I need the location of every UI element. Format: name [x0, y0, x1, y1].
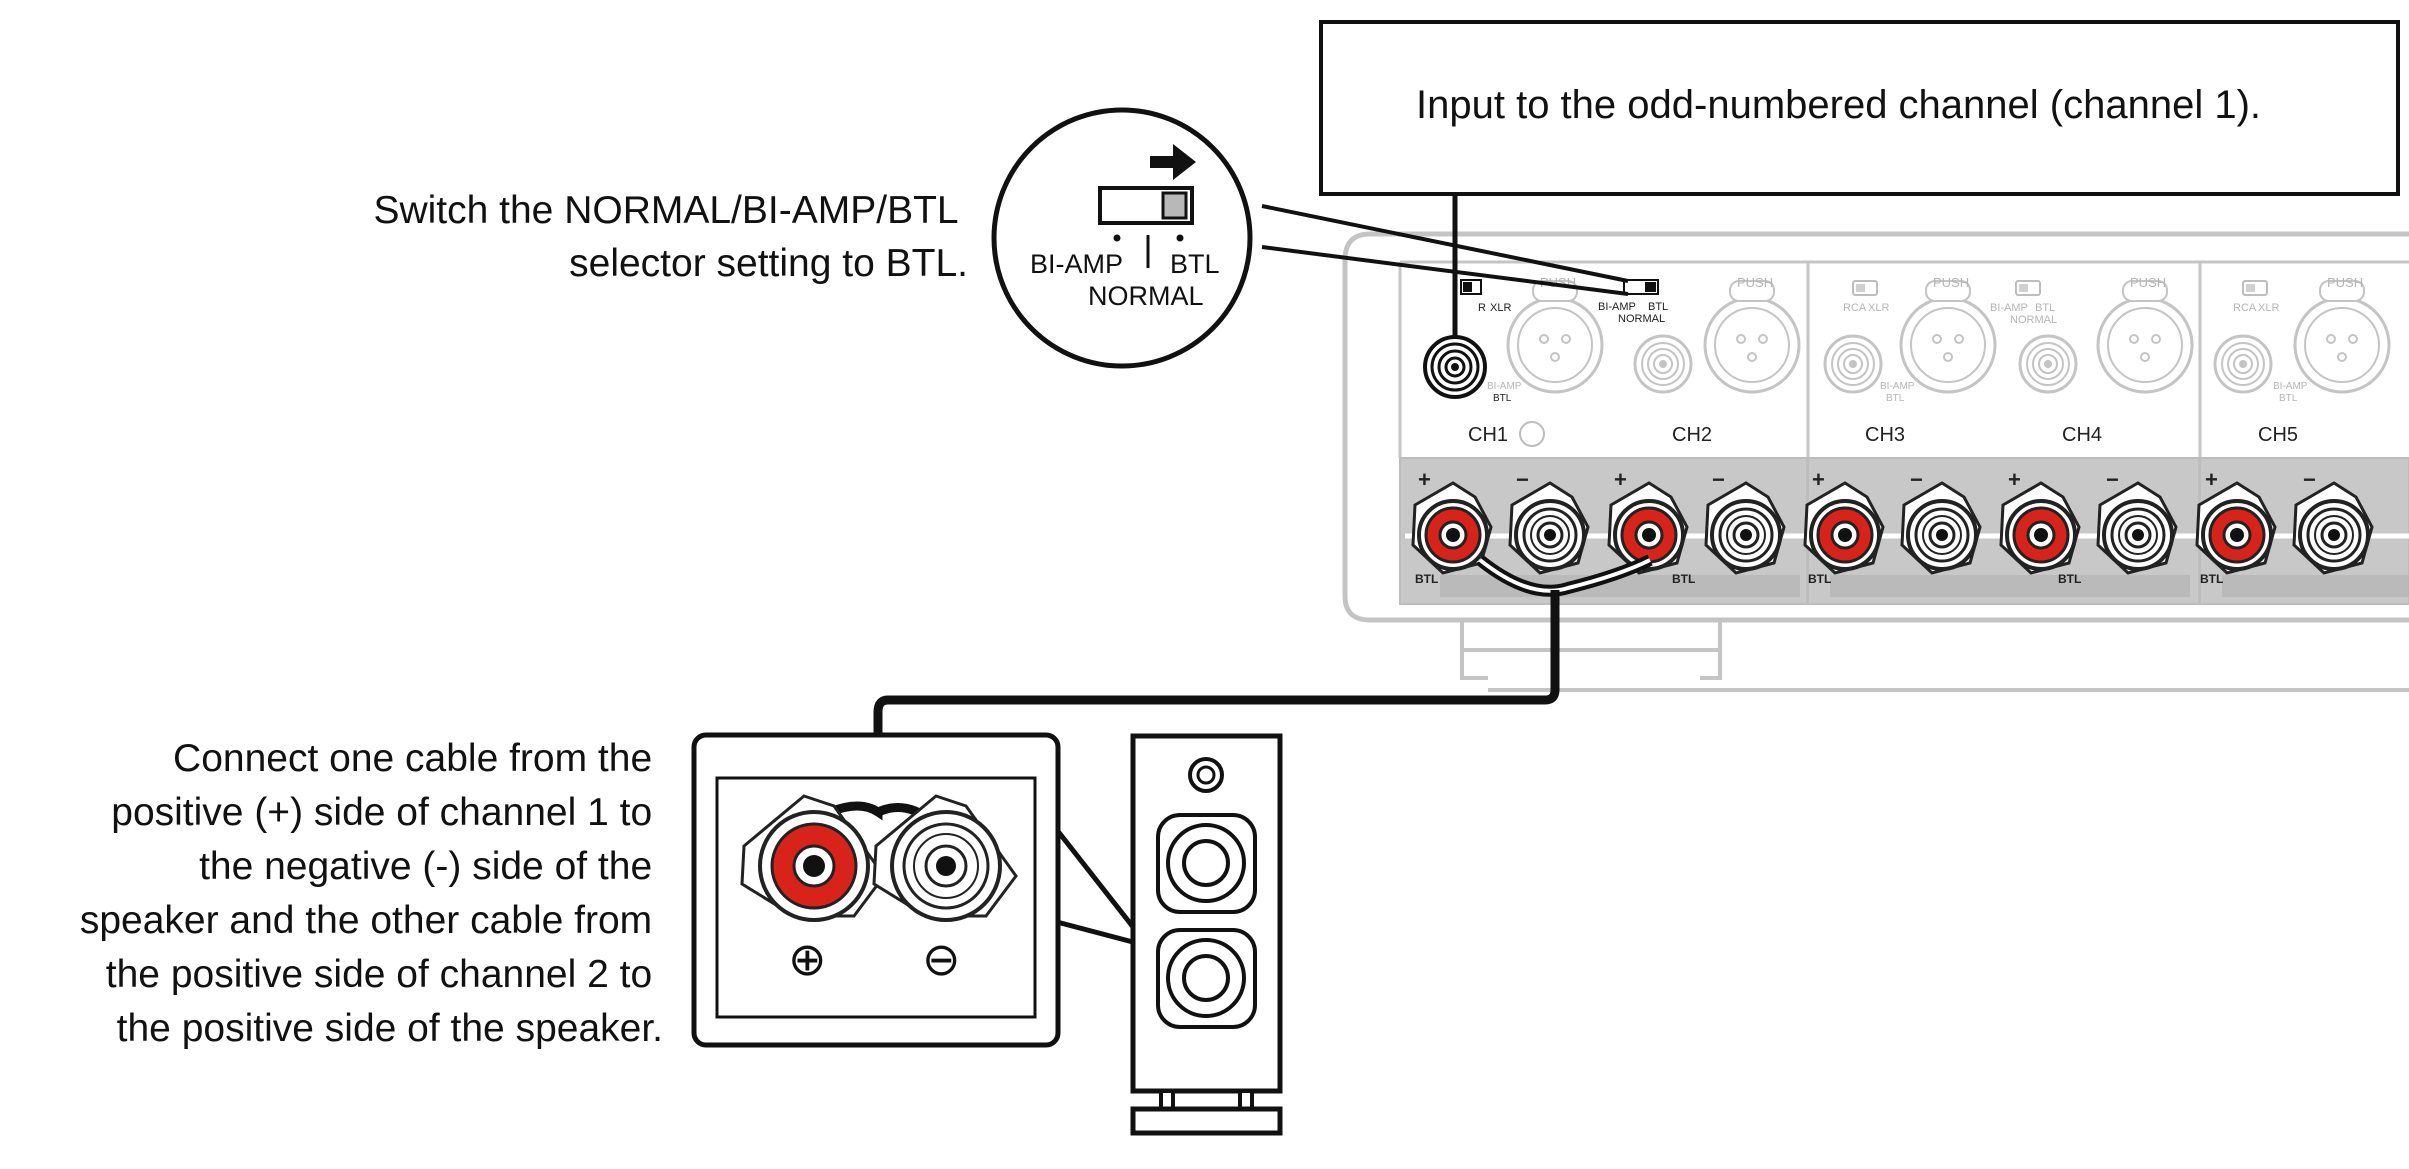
- strip-btl-label-4: BTL: [2058, 572, 2081, 586]
- ch3-minus-sign: −: [1910, 467, 1923, 492]
- selector-instruction: Switch the NORMAL/BI-AMP/BTL selector se…: [373, 189, 968, 285]
- speaker-minus-terminal[interactable]: [872, 794, 1018, 922]
- ch5-rca-xlr-switch: RCA XLR: [2233, 280, 2279, 314]
- ch2-plus-sign: +: [1614, 467, 1627, 492]
- cable-instruction-line-5: the positive side of channel 2 to: [106, 953, 652, 996]
- input-callout-text: Input to the odd-numbered channel (chann…: [1416, 83, 2261, 127]
- ch4-normal-label: NORMAL: [2010, 314, 2057, 326]
- selector-zoom: BI-AMP BTL NORMAL: [991, 107, 1629, 369]
- ch3-rca-label: RCA: [1843, 302, 1867, 314]
- channel-label-ch2: CH2: [1672, 424, 1712, 446]
- ch1-rca-input[interactable]: [1423, 335, 1487, 399]
- channel-label-ch1: CH1: [1468, 424, 1508, 446]
- speaker-minus-symbol: ⊖: [922, 933, 961, 985]
- channel-label-ch3: CH3: [1865, 424, 1905, 446]
- ch5-xlr-label: XLR: [2258, 302, 2279, 314]
- channel-label-ch4: CH4: [2062, 424, 2102, 446]
- ground-icon: [1519, 421, 1545, 447]
- ch5-rca-label: RCA: [2233, 302, 2257, 314]
- zoom-btl-label: BTL: [1170, 249, 1220, 279]
- btl-switch-btl-label: BTL: [1648, 301, 1668, 313]
- push-label-ch5: PUSH: [2327, 275, 2363, 290]
- ch1-minus-sign: −: [1516, 467, 1529, 492]
- speaker-terminal-zoom: ⊕ ⊖: [691, 732, 1155, 1048]
- ch3-plus-sign: +: [1812, 467, 1825, 492]
- ch3-biamp-mark: BI-AMP: [1880, 381, 1915, 392]
- ch1-rca-xlr-switch: R XLR: [1460, 279, 1511, 314]
- ch1-xlr-label: XLR: [1490, 302, 1511, 314]
- push-label-ch2: PUSH: [1737, 275, 1773, 290]
- zoom-normal-label: NORMAL: [1088, 281, 1204, 311]
- cable-instruction: Connect one cable from the positive (+) …: [80, 737, 663, 1050]
- ch3-btl-mark: BTL: [1886, 393, 1905, 404]
- speaker-cables: [873, 554, 1653, 810]
- push-label-ch3: PUSH: [1933, 275, 1969, 290]
- ch1-biamp-mark: BI-AMP: [1487, 381, 1522, 392]
- zoom-biamp-label: BI-AMP: [1030, 249, 1123, 279]
- ch4-plus-sign: +: [2008, 467, 2021, 492]
- amplifier-rear-panel: R XLR BI-AMP BTL NORMAL RCA XLR BI-AMP B…: [1342, 231, 2409, 692]
- ch4-biamp-label: BI-AMP: [1990, 302, 2028, 314]
- arrow-right-icon: [1150, 144, 1196, 180]
- ch4-slide-switch: BI-AMP BTL NORMAL: [1990, 280, 2057, 326]
- btl-switch-biamp-label: BI-AMP: [1598, 301, 1636, 313]
- strip-btl-label-3: BTL: [1808, 572, 1831, 586]
- cable-instruction-line-6: the positive side of the speaker.: [117, 1007, 663, 1050]
- input-callout-box: [1319, 20, 2400, 196]
- ch4-minus-sign: −: [2106, 467, 2119, 492]
- speaker-plus-terminal[interactable]: [740, 794, 886, 922]
- ch5-btl-mark: BTL: [2279, 393, 2298, 404]
- ch1-btl-mark: BTL: [1493, 393, 1512, 404]
- selector-instruction-line-1: Switch the NORMAL/BI-AMP/BTL: [373, 189, 957, 232]
- push-label-ch4: PUSH: [2130, 275, 2166, 290]
- strip-btl-label-5: BTL: [2200, 572, 2223, 586]
- ch5-biamp-mark: BI-AMP: [2273, 381, 2308, 392]
- cable-instruction-line-3: the negative (-) side of the: [199, 845, 652, 888]
- strip-btl-label-2: BTL: [1672, 572, 1695, 586]
- btl-slide-switch[interactable]: BI-AMP BTL NORMAL: [1598, 279, 1668, 325]
- speaker-icon: [1130, 733, 1283, 1136]
- ch5-plus-sign: +: [2205, 467, 2218, 492]
- ch5-minus-sign: −: [2303, 467, 2316, 492]
- ch3-rca-xlr-switch: RCA XLR: [1843, 280, 1889, 314]
- ch4-btl-label: BTL: [2035, 302, 2055, 314]
- svg-text:R: R: [1478, 302, 1486, 314]
- cable-instruction-line-1: Connect one cable from the: [173, 737, 652, 780]
- ch1-plus-sign: +: [1418, 467, 1431, 492]
- cable-instruction-line-4: speaker and the other cable from: [80, 899, 652, 942]
- ch3-xlr-label: XLR: [1868, 302, 1889, 314]
- ch2-minus-sign: −: [1712, 467, 1725, 492]
- cable-instruction-line-2: positive (+) side of channel 1 to: [111, 791, 652, 834]
- btl-switch-normal-label: NORMAL: [1618, 313, 1665, 325]
- speaker-plus-symbol: ⊕: [788, 933, 827, 985]
- channel-label-ch5: CH5: [2258, 424, 2298, 446]
- strip-btl-label-1: BTL: [1415, 572, 1438, 586]
- selector-instruction-line-2: selector setting to BTL.: [569, 242, 968, 285]
